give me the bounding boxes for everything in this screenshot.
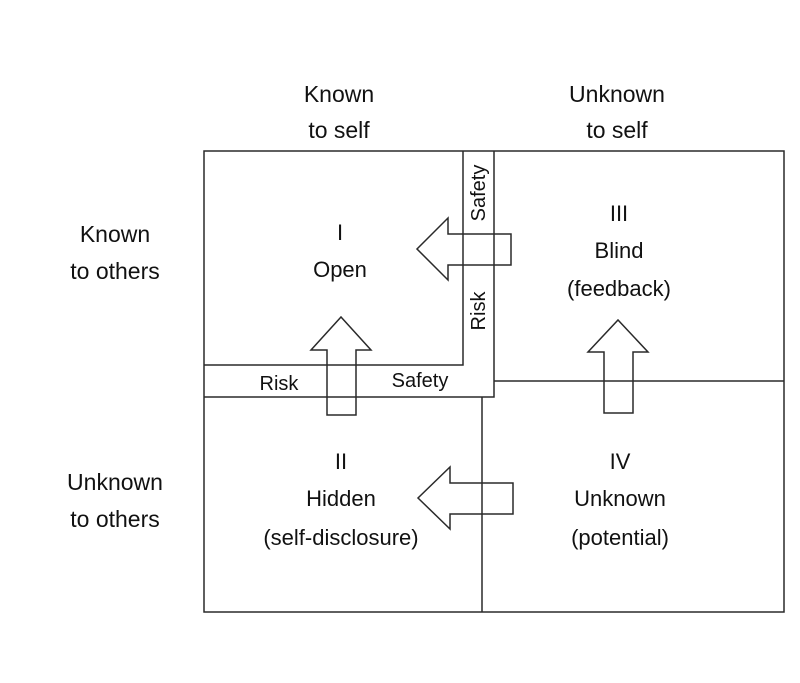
left-arrow-unknown-to-hidden: [416, 465, 514, 531]
row-header-unknown-line2: to others: [70, 506, 160, 532]
up-arrow-unknown-to-blind: [586, 318, 650, 414]
blind-numeral: III: [610, 201, 628, 226]
band-safety-vertical: Safety: [468, 165, 490, 222]
hidden-title: Hidden: [306, 486, 376, 511]
col-header-known-line1: Known: [304, 81, 374, 107]
band-risk-vertical: Risk: [468, 291, 490, 331]
blind-title: Blind: [595, 238, 644, 263]
open-numeral: I: [337, 220, 343, 245]
unknown-title: Unknown: [574, 486, 666, 511]
open-title: Open: [313, 257, 367, 282]
unknown-subtitle: (potential): [571, 525, 669, 550]
left-arrow-blind-to-open: [415, 216, 512, 282]
blind-subtitle: (feedback): [567, 276, 671, 301]
col-header-known-line2: to self: [308, 117, 370, 143]
row-header-unknown-line1: Unknown: [67, 469, 163, 495]
hidden-subtitle: (self-disclosure): [263, 525, 418, 550]
row-header-known-line1: Known: [80, 221, 150, 247]
open-expansion-band: [204, 151, 495, 398]
band-risk-horizontal: Risk: [260, 373, 300, 395]
hidden-numeral: II: [335, 449, 347, 474]
band-safety-horizontal: Safety: [392, 370, 449, 392]
col-header-unknown-line1: Unknown: [569, 81, 665, 107]
row-header-known-line2: to others: [70, 258, 160, 284]
col-header-unknown-line2: to self: [586, 117, 648, 143]
up-arrow-hidden-to-open: [309, 315, 373, 416]
unknown-numeral: IV: [610, 449, 631, 474]
